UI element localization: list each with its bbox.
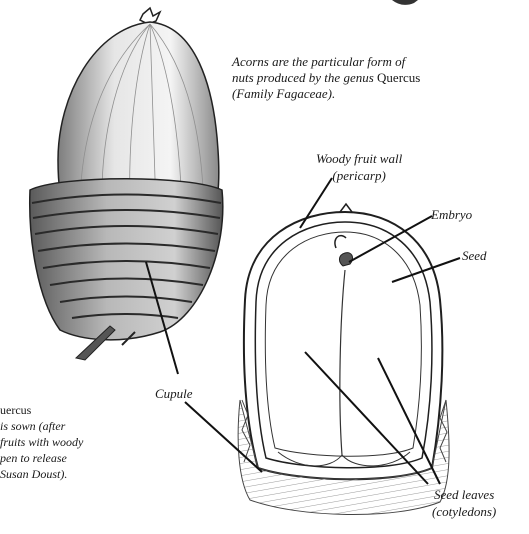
label-cotyledons-line-1: Seed leaves xyxy=(432,486,496,503)
label-pericarp-line-1: Woody fruit wall xyxy=(316,150,402,167)
acorn-cross-section xyxy=(238,204,449,515)
label-pericarp-line-2: (pericarp) xyxy=(316,167,402,184)
intro-line-2-text: nuts produced by the genus xyxy=(232,70,377,85)
figure-caption: uercus is sown (after fruits with woody … xyxy=(0,402,140,482)
caption-line-1: uercus xyxy=(0,402,140,418)
label-cupule: Cupule xyxy=(155,386,193,402)
caption-line-5: Susan Doust). xyxy=(0,466,140,482)
label-seed: Seed xyxy=(462,248,487,264)
caption-line-2: is sown (after xyxy=(0,418,140,434)
embryo-shape xyxy=(339,253,352,266)
label-cotyledons: Seed leaves (cotyledons) xyxy=(432,486,496,520)
intro-line-2: nuts produced by the genus Quercus xyxy=(232,70,502,86)
whole-acorn-illustration xyxy=(30,8,223,360)
cropped-sketch-mark xyxy=(392,0,418,5)
intro-line-3: (Family Fagaceae). xyxy=(232,86,502,102)
intro-genus: Quercus xyxy=(377,70,420,85)
intro-line-1: Acorns are the particular form of xyxy=(232,54,502,70)
acorn-cupule-shape xyxy=(30,179,223,340)
label-embryo: Embryo xyxy=(431,207,472,223)
label-pericarp: Woody fruit wall (pericarp) xyxy=(316,150,402,184)
intro-text: Acorns are the particular form of nuts p… xyxy=(232,54,502,102)
caption-line-3: fruits with woody xyxy=(0,434,140,450)
label-cotyledons-line-2: (cotyledons) xyxy=(432,503,496,520)
caption-line-4: pen to release xyxy=(0,450,140,466)
